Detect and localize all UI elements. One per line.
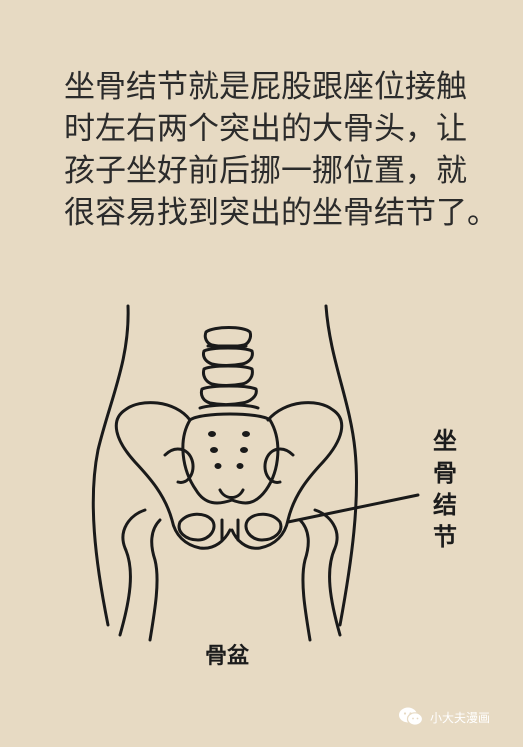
sacrum [181,412,280,505]
right-femur-inner [298,518,312,642]
pelvis-label: 骨盆 [205,643,250,669]
caption-line-1: 坐骨结节就是屁股跟座位接触 [64,69,467,105]
right-ilium [230,401,344,550]
sacral-foramina [208,431,250,469]
label-char-4: 节 [433,522,457,551]
body-outline-right [324,304,359,627]
left-femur-inner [148,518,162,642]
ischial-pointer-line [286,493,420,524]
caption-line-2: 时左右两个突出的大骨头，让 [64,111,467,147]
label-char-3: 结 [433,490,457,519]
left-ilium [114,401,232,550]
left-obturator [177,512,216,542]
right-femur-outer [313,508,342,637]
label-char-2: 骨 [433,458,457,487]
body-outline-left [91,304,130,627]
left-femur-outer [118,508,147,637]
watermark: 小大夫漫画 [398,706,490,728]
ischial-tuberosity-label: 坐 骨 结 节 [425,425,465,553]
label-char-1: 坐 [433,426,457,455]
caption-text: 坐骨结节就是屁股跟座位接触 时左右两个突出的大骨头，让 孩子坐好前后挪一挪位置，… [64,66,498,234]
spine [198,326,260,410]
right-obturator [244,512,283,542]
caption-line-3: 孩子坐好前后挪一挪位置，就 [64,153,467,189]
watermark-text: 小大夫漫画 [430,710,491,725]
caption-line-4: 很容易找到突出的坐骨结节了。 [64,195,498,231]
wechat-icon [399,707,424,726]
